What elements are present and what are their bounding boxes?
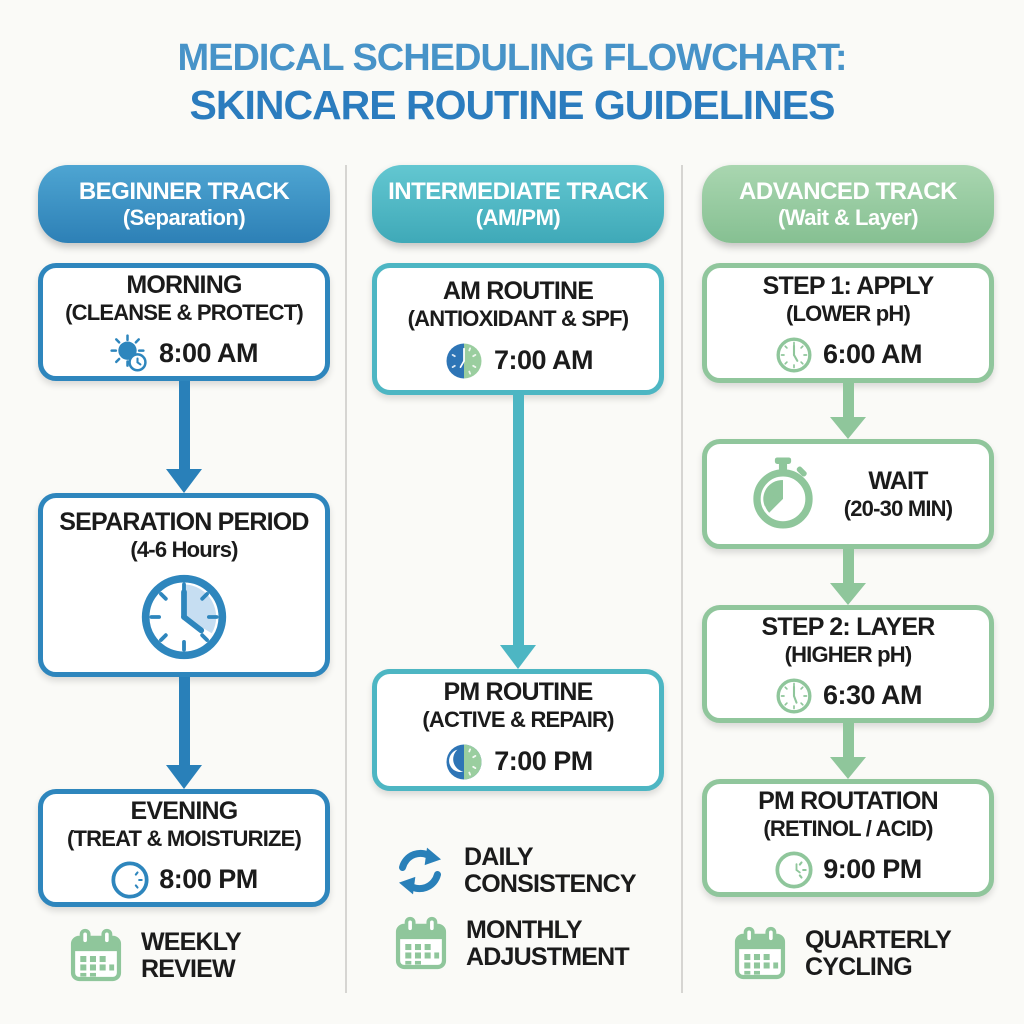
pm-rotation-time: 9:00 PM — [823, 854, 922, 885]
half-night-clock-icon — [443, 741, 485, 783]
morning-title: MORNING — [126, 271, 242, 300]
monthly-adjustment-item: MONTHLY ADJUSTMENT — [392, 915, 630, 973]
intermediate-track-title: INTERMEDIATE TRACK — [388, 177, 648, 205]
flow-arrow — [166, 381, 202, 493]
step2-layer-box: STEP 2: LAYER (HIGHER pH) 6:30 AM — [702, 605, 994, 723]
beginner-track-column: BEGINNER TRACK (Separation) MORNING (CLE… — [38, 165, 330, 985]
intermediate-track-header: INTERMEDIATE TRACK (AM/PM) — [372, 165, 664, 243]
beginner-track-header: BEGINNER TRACK (Separation) — [38, 165, 330, 243]
wait-title: WAIT — [868, 466, 928, 495]
advanced-track-title: ADVANCED TRACK — [739, 177, 957, 205]
daily-consistency-label: DAILY CONSISTENCY — [464, 843, 637, 898]
evening-title: EVENING — [130, 797, 239, 826]
pm-routine-title: PM ROUTINE — [443, 678, 594, 707]
intermediate-track-column: INTERMEDIATE TRACK (AM/PM) AM ROUTINE (A… — [372, 165, 664, 973]
flow-arrow — [500, 395, 536, 669]
wait-box: WAIT (20-30 MIN) — [702, 439, 994, 549]
evening-subtitle: (TREAT & MOISTURIZE) — [66, 826, 302, 852]
moon-clock-icon — [110, 860, 150, 900]
pm-routine-box: PM ROUTINE (ACTIVE & REPAIR) 7:00 PM — [372, 669, 664, 791]
quarterly-cycling-item: QUARTERLY CYCLING — [731, 925, 965, 983]
pm-rotation-title: PM ROUTATION — [758, 787, 939, 816]
step2-title: STEP 2: LAYER — [761, 613, 936, 642]
morning-subtitle: (CLEANSE & PROTECT) — [65, 300, 304, 326]
stopwatch-icon — [744, 455, 822, 533]
separation-subtitle: (4-6 Hours) — [130, 536, 238, 562]
evening-box: EVENING (TREAT & MOISTURIZE) 8:00 PM — [38, 789, 330, 907]
step2-time: 6:30 AM — [822, 680, 923, 711]
beginner-track-subtitle: (Separation) — [122, 205, 246, 231]
calendar-icon — [67, 927, 125, 985]
monthly-adjustment-label: MONTHLY ADJUSTMENT — [466, 916, 630, 971]
pm-rotation-subtitle: (RETINOL / ACID) — [763, 816, 933, 842]
outline-clock-icon — [774, 335, 814, 375]
column-divider — [345, 165, 347, 993]
flow-arrow — [830, 723, 866, 779]
intermediate-track-subtitle: (AM/PM) — [475, 205, 561, 231]
step2-subtitle: (HIGHER pH) — [784, 642, 913, 668]
flow-arrow — [166, 677, 202, 789]
flow-arrow — [830, 549, 866, 605]
column-divider — [681, 165, 683, 993]
step1-apply-box: STEP 1: APPLY (LOWER pH) 6:00 AM — [702, 263, 994, 383]
clock-icon — [138, 571, 230, 663]
calendar-icon — [731, 925, 789, 983]
step1-title: STEP 1: APPLY — [762, 272, 935, 301]
page-title-line1: MEDICAL SCHEDULING FLOWCHART: — [177, 37, 847, 79]
step1-time: 6:00 AM — [822, 339, 923, 370]
separation-period-box: SEPARATION PERIOD (4-6 Hours) — [38, 493, 330, 677]
separation-title: SEPARATION PERIOD — [59, 507, 309, 536]
half-day-clock-icon — [443, 340, 485, 382]
sun-clock-icon — [110, 334, 150, 374]
page-title-line2: SKINCARE ROUTINE GUIDELINES — [189, 81, 836, 128]
am-routine-subtitle: (ANTIOXIDANT & SPF) — [407, 306, 629, 332]
am-routine-box: AM ROUTINE (ANTIOXIDANT & SPF) 7:00 — [372, 263, 664, 395]
outline-clock-icon — [774, 676, 814, 716]
pm-routine-time: 7:00 PM — [494, 746, 593, 777]
step1-subtitle: (LOWER pH) — [786, 301, 911, 327]
beginner-track-title: BEGINNER TRACK — [78, 177, 290, 205]
advanced-track-subtitle: (Wait & Layer) — [777, 205, 919, 231]
calendar-icon — [392, 915, 450, 973]
quarterly-cycling-label: QUARTERLY CYCLING — [805, 926, 951, 981]
weekly-review-label: WEEKLY REVIEW — [141, 928, 241, 983]
am-routine-title: AM ROUTINE — [442, 277, 594, 306]
flow-arrow — [830, 383, 866, 439]
am-routine-time: 7:00 AM — [493, 345, 594, 376]
morning-time: 8:00 AM — [158, 338, 259, 369]
daily-consistency-item: DAILY CONSISTENCY — [392, 843, 637, 899]
sync-icon — [392, 843, 448, 899]
advanced-track-column: ADVANCED TRACK (Wait & Layer) STEP 1: AP… — [702, 165, 994, 983]
pm-routine-subtitle: (ACTIVE & REPAIR) — [422, 707, 614, 733]
evening-time: 8:00 PM — [159, 864, 258, 895]
pm-rotation-box: PM ROUTATION (RETINOL / ACID) 9:00 PM — [702, 779, 994, 897]
page-title: MEDICAL SCHEDULING FLOWCHART: SKINCARE R… — [0, 36, 1024, 129]
advanced-track-header: ADVANCED TRACK (Wait & Layer) — [702, 165, 994, 243]
wait-subtitle: (20-30 MIN) — [843, 495, 953, 521]
morning-box: MORNING (CLEANSE & PROTECT) 8:00 AM — [38, 263, 330, 381]
weekly-review-item: WEEKLY REVIEW — [67, 927, 301, 985]
moon-clock-green-icon — [774, 850, 814, 890]
